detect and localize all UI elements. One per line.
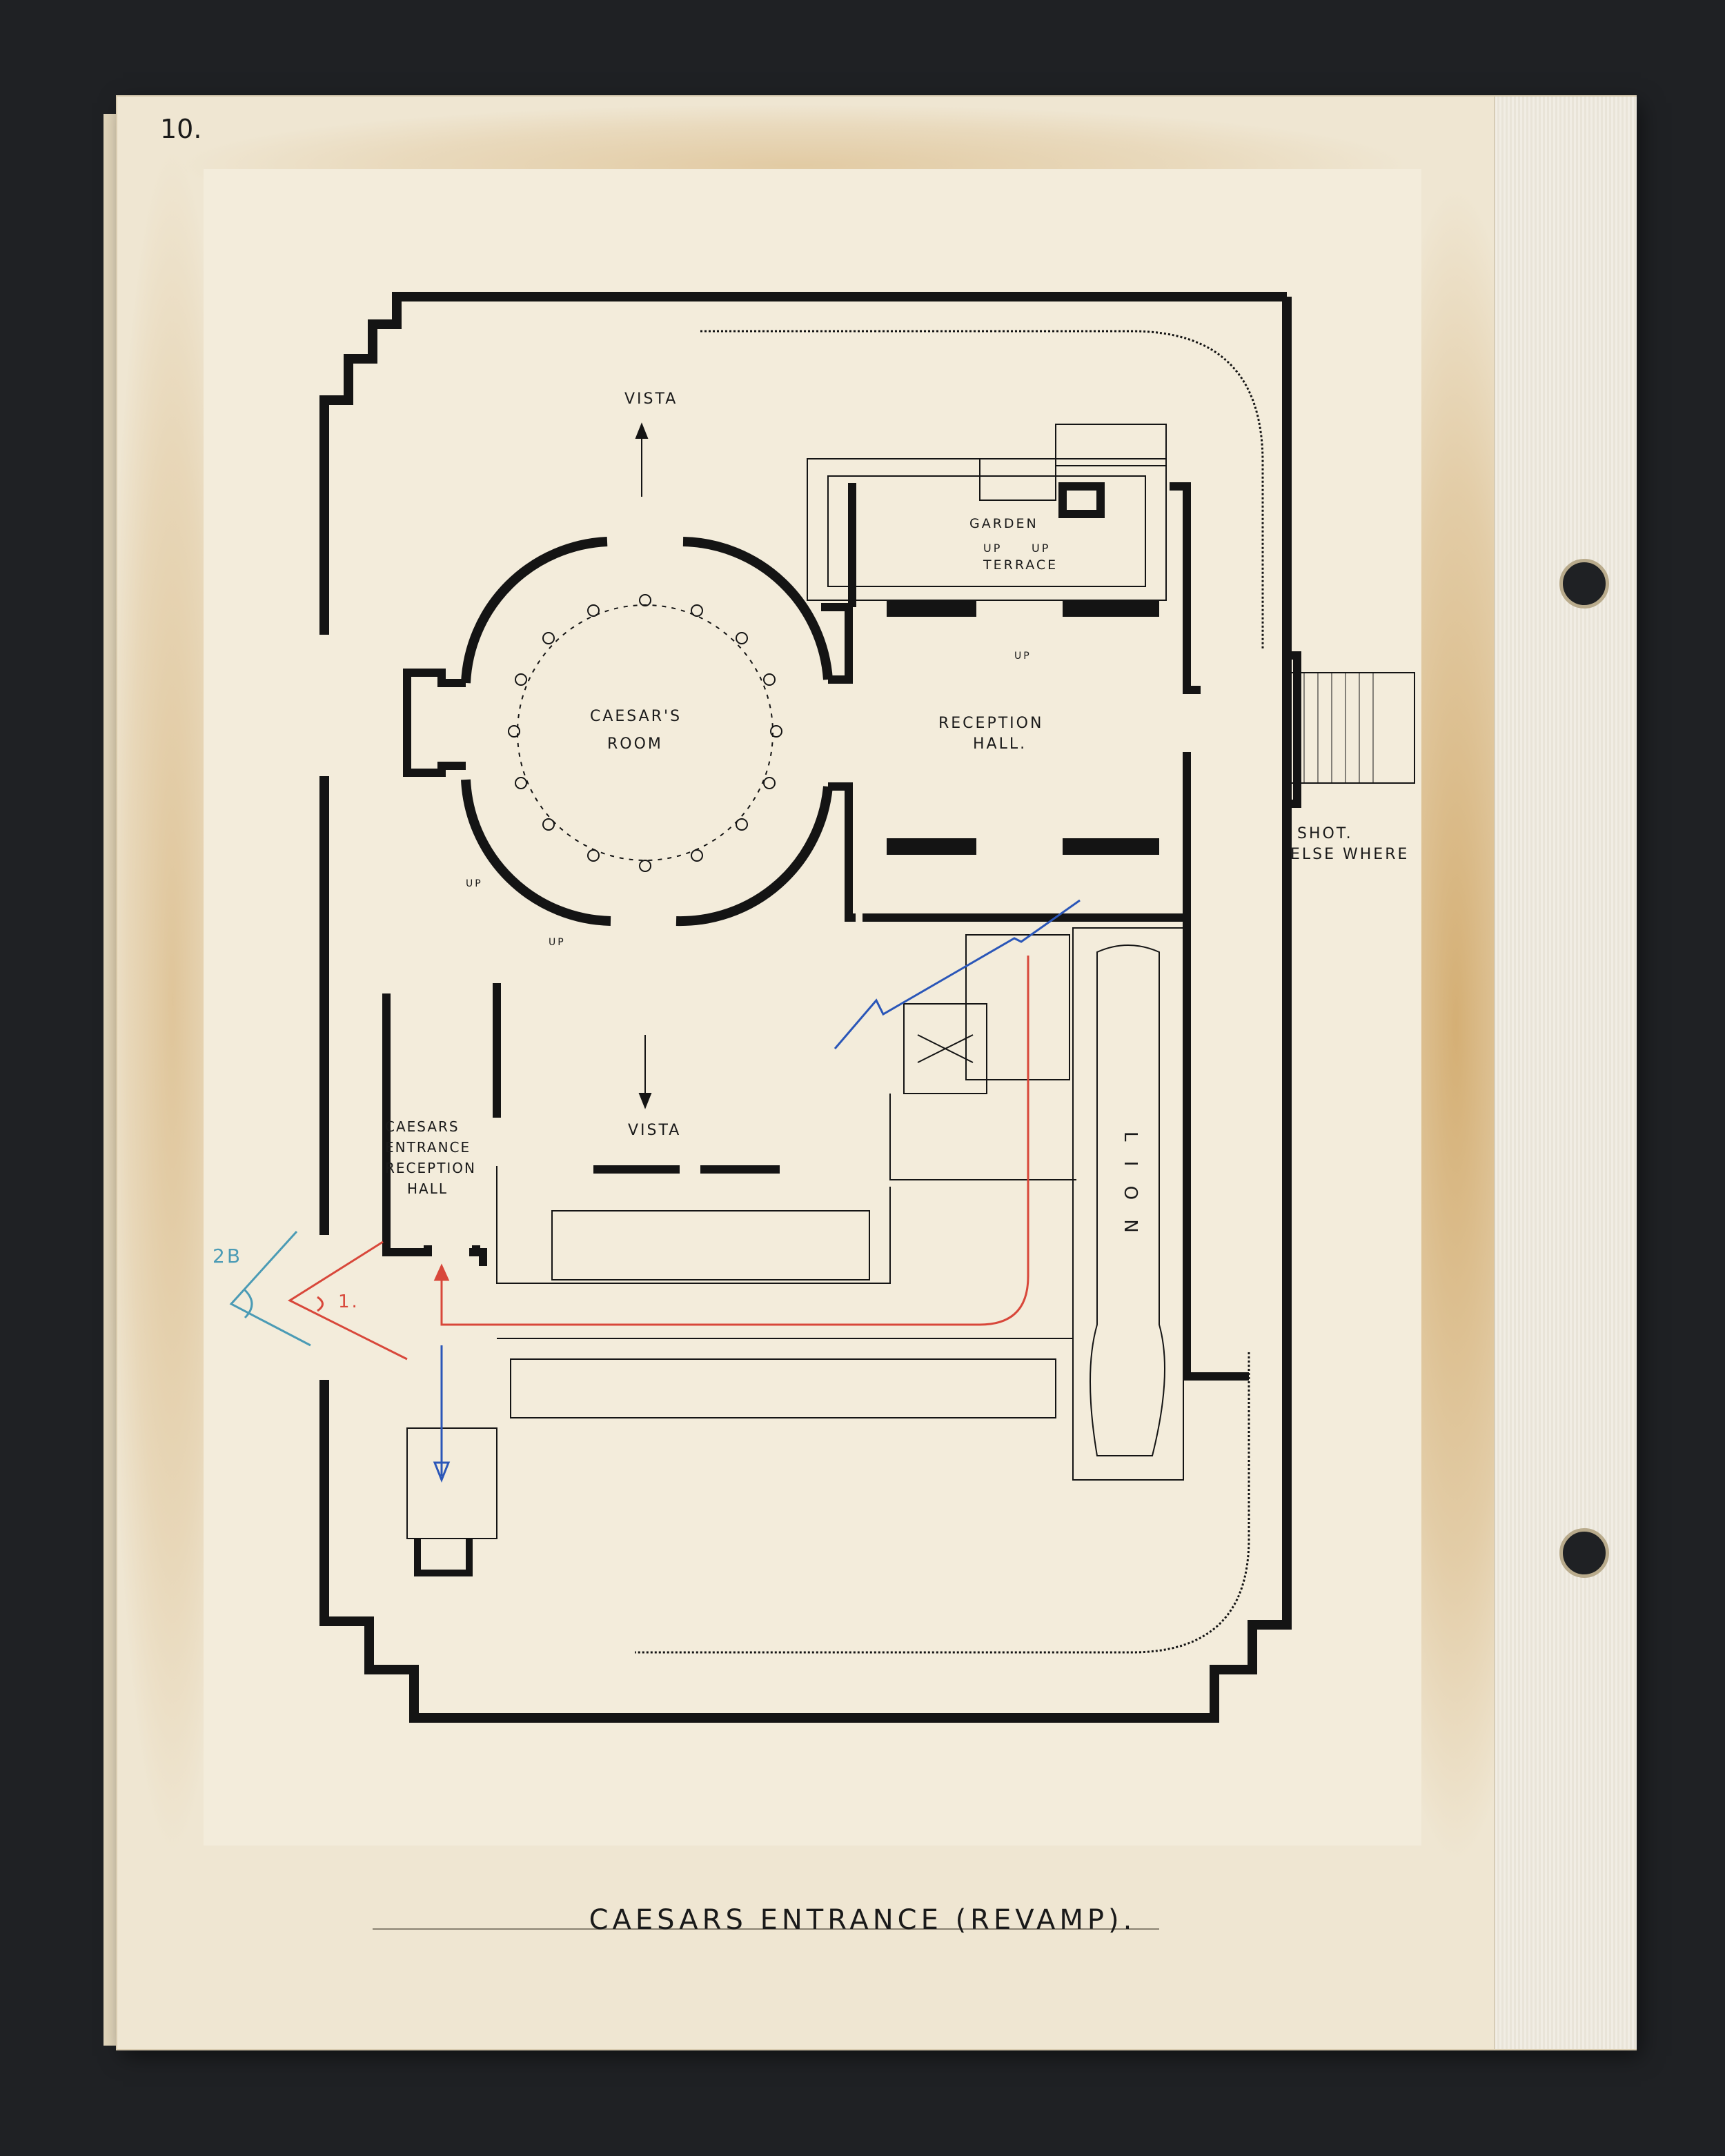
label-up-left: UP (983, 542, 1002, 555)
label-caesars-room-2: ROOM (607, 735, 663, 753)
lower-stair (406, 1427, 497, 1539)
entrance-planter-upper (551, 1210, 870, 1280)
column-banks (887, 600, 1159, 855)
camera-1-cone (287, 1240, 408, 1361)
label-up-small: UP (1014, 651, 1032, 662)
punch-hole-top (1559, 559, 1609, 609)
outer-wall-left-bottom (319, 297, 1292, 1723)
room-wall-top (461, 537, 833, 684)
punch-hole-bottom (1559, 1528, 1609, 1578)
label-shot: SHOT. (1297, 825, 1353, 842)
pier-top (1058, 482, 1105, 518)
lion-shape (1090, 945, 1165, 1456)
label-vista-top: VISTA (624, 390, 678, 408)
label-lion: L I O N (1120, 1131, 1141, 1240)
south-niche (414, 1539, 473, 1576)
room-wing-right-top (821, 603, 853, 684)
caesars-room (403, 537, 856, 927)
label-vista-bottom: VISTA (628, 1122, 681, 1139)
label-camera-2b: 2B (213, 1245, 242, 1267)
room-bay-left (403, 669, 466, 777)
red-path (287, 956, 1029, 1361)
court-outline (496, 1166, 1073, 1339)
caption-text: CAESARS ENTRANCE (REVAMP). (589, 1904, 1136, 1936)
reception-hall (700, 330, 1264, 922)
page-number: 10. (160, 114, 202, 144)
page-caption: CAESARS ENTRANCE (REVAMP). (0, 1904, 1725, 1936)
caption-underline (373, 1928, 1159, 1930)
blue-path (433, 899, 1081, 1483)
label-up-right: UP (1032, 542, 1050, 555)
label-reception-2: HALL. (973, 735, 1027, 753)
lion-pool (1072, 927, 1184, 1481)
label-up-stair-1: UP (466, 878, 483, 889)
plan-labels: VISTA CAESAR'S ROOM GARDEN UP UP TERRACE… (213, 390, 1409, 1312)
inner-dashed-ring (517, 604, 773, 861)
label-terrace: TERRACE (983, 557, 1058, 573)
label-entrance-1: CAESARS (385, 1118, 460, 1135)
east-stair (1287, 651, 1415, 808)
room-wall-bottom (461, 779, 833, 927)
label-else-where: ELSE WHERE (1290, 846, 1409, 863)
label-camera-1: 1. (338, 1292, 359, 1312)
entrance-planter-lower (510, 1358, 1056, 1418)
label-garden: GARDEN (969, 516, 1038, 531)
vista-arrows (635, 422, 652, 1109)
columns (508, 594, 782, 872)
label-entrance-4: HALL (407, 1180, 448, 1197)
camera-2b (229, 1230, 311, 1347)
entrance-hall (382, 983, 1250, 1654)
label-caesars-room-1: CAESAR'S (590, 708, 682, 725)
lion-court-wall (1183, 918, 1249, 1381)
label-reception-1: RECEPTION (938, 715, 1043, 732)
lion-court (1072, 918, 1249, 1481)
outer-walls (319, 292, 1292, 1723)
cloth-binding-strip (1494, 97, 1637, 2049)
room-wing-right-bottom (828, 782, 856, 922)
drawing-sheet (204, 169, 1421, 1846)
grand-stair (889, 934, 1076, 1180)
label-up-stair-2: UP (549, 937, 566, 948)
label-entrance-2: ENTRANCE (385, 1139, 471, 1156)
garden-terrace (807, 424, 1167, 601)
outer-wall-main (319, 292, 1287, 635)
label-entrance-3: RECEPTION (385, 1160, 476, 1176)
lower-colonnade-curve (635, 1352, 1250, 1654)
